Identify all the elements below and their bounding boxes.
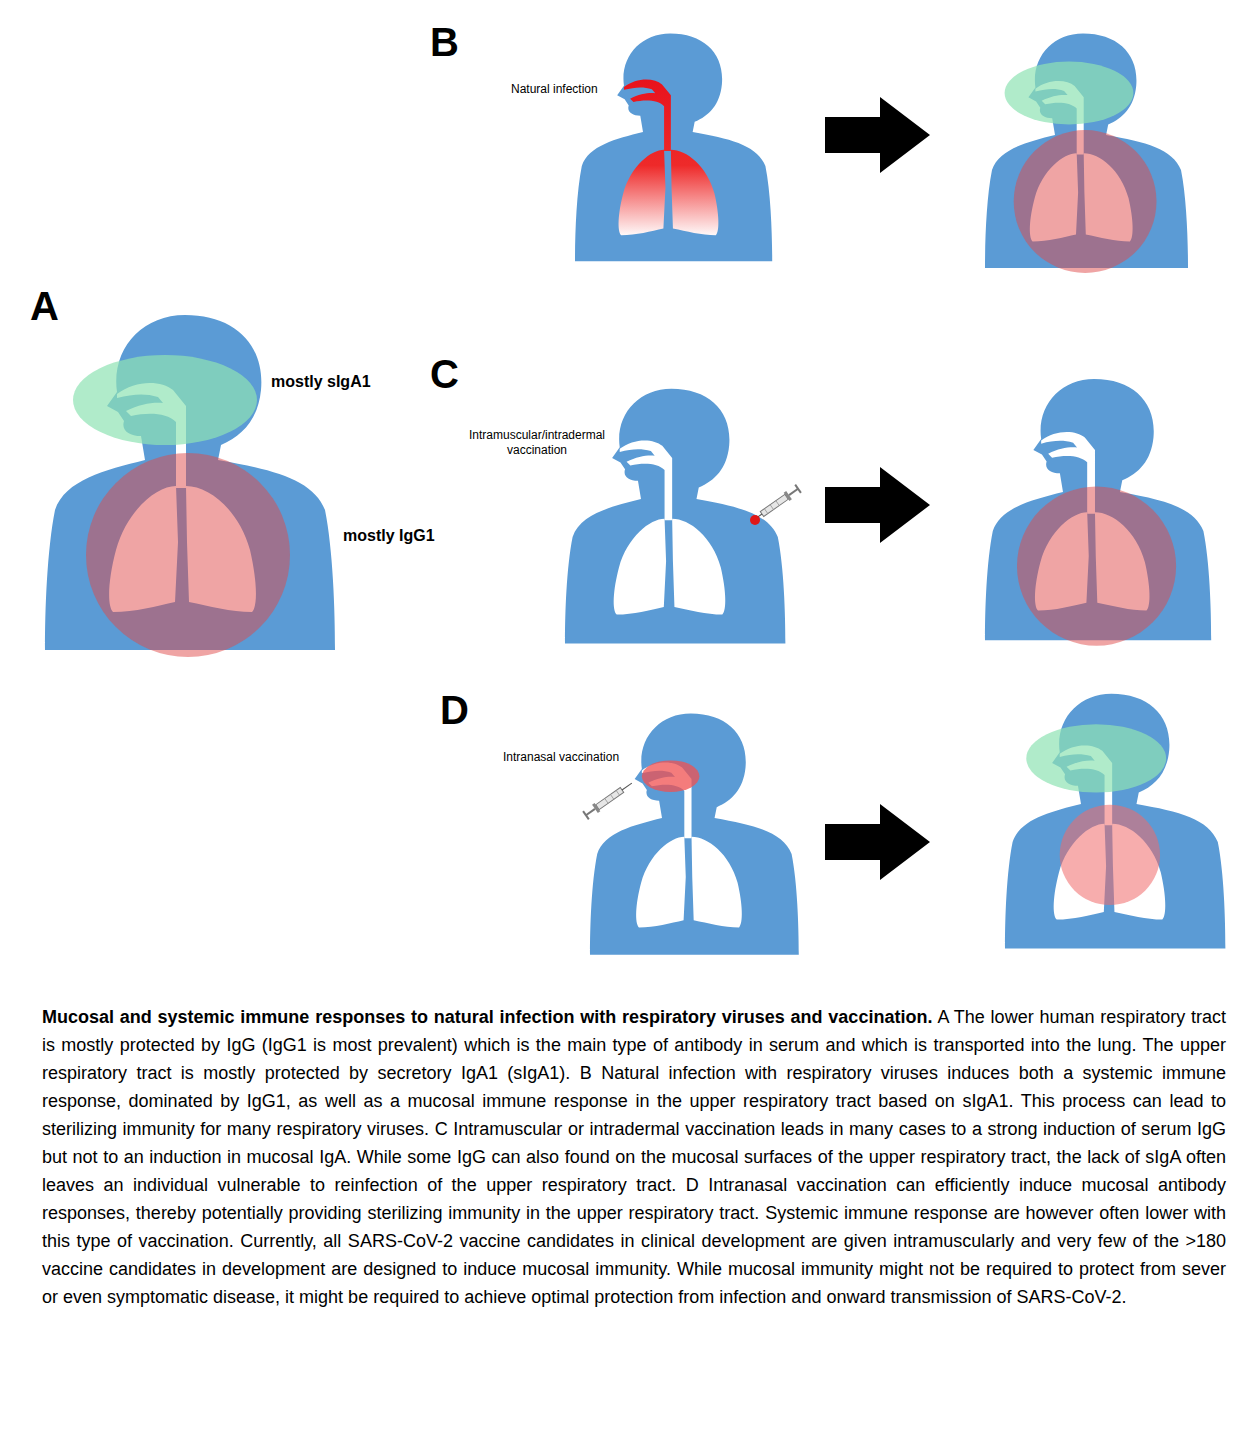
route-label: Intramuscular/intradermal vaccination xyxy=(462,428,612,458)
region-label: mostly sIgA1 xyxy=(271,372,371,392)
route-label: Natural infection xyxy=(511,82,598,97)
injection-site xyxy=(750,515,760,525)
figure-a xyxy=(45,315,335,657)
figure-d-before xyxy=(590,714,799,955)
panel-letter: A xyxy=(30,284,59,328)
figure-b-after xyxy=(985,34,1188,273)
figure-c-after xyxy=(985,379,1211,646)
caption-title: Mucosal and systemic immune responses to… xyxy=(42,1007,932,1027)
figure-b-before xyxy=(575,33,772,261)
syringe xyxy=(583,779,635,819)
panel-letter: D xyxy=(440,688,469,732)
caption-text: A The lower human respiratory tract is m… xyxy=(42,1007,1226,1307)
block-arrow xyxy=(825,467,930,543)
route-label: Intranasal vaccination xyxy=(503,750,619,765)
caption-block: Mucosal and systemic immune responses to… xyxy=(42,1003,1226,1311)
figure-c-before xyxy=(565,389,785,644)
panel-letter: C xyxy=(430,352,459,396)
block-arrow xyxy=(825,97,930,173)
panel-letter: B xyxy=(430,20,459,64)
figure-d-after xyxy=(1005,694,1225,949)
syringe xyxy=(749,485,801,525)
block-arrow xyxy=(825,804,930,880)
region-label: mostly IgG1 xyxy=(343,526,435,546)
